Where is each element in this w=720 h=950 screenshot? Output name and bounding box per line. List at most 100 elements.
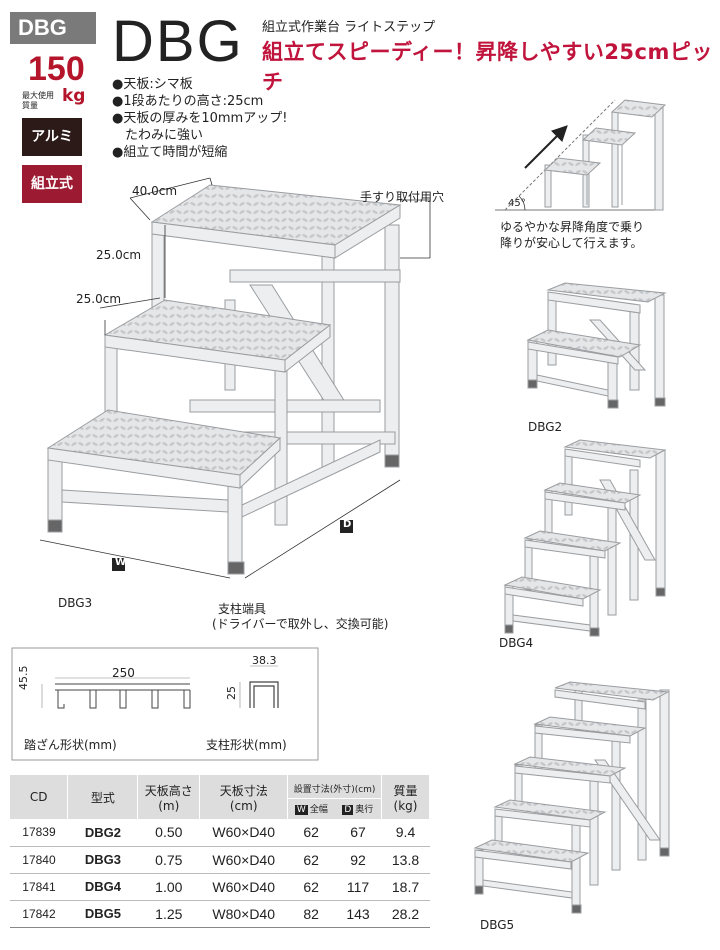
- cell-cd: 17841: [10, 873, 68, 901]
- cell-d: 117: [346, 878, 370, 895]
- climb-direction-arrow: [524, 125, 568, 169]
- cell-install: 62 67: [287, 819, 382, 847]
- dbg2-illustration: [526, 282, 667, 409]
- cell-size: W60×D40: [199, 846, 288, 874]
- angle-caption-2: 降りが安心して行えます。: [500, 236, 643, 250]
- cell-size: W60×D40: [199, 873, 288, 901]
- step-profile-height: 45.5: [17, 665, 30, 691]
- max-load-label-1: 最大使用: [22, 91, 54, 100]
- cell-model: DBG3: [67, 846, 138, 874]
- post-profile-caption: 支柱形状(mm): [206, 738, 287, 752]
- header-top-size-unit: (cm): [229, 798, 258, 813]
- feature-item: たわみに強い: [125, 128, 204, 143]
- model-code-tag: DBG: [10, 12, 96, 44]
- cell-w: 82: [303, 905, 319, 922]
- header-mass: 質量 (kg): [381, 775, 430, 819]
- feature-item: ●1段あたりの高さ:25cm: [112, 94, 264, 109]
- angle-arc: [518, 195, 526, 211]
- handrail-hole-label: 手すり取付用穴: [360, 190, 445, 204]
- step-profile-caption: 踏ざん形状(mm): [24, 738, 117, 752]
- dim-top-width: 40.0cm: [132, 184, 178, 198]
- post-profile-height: 25: [225, 686, 238, 700]
- material-badge: アルミ: [22, 118, 82, 156]
- post-profile-drawing: [239, 665, 279, 708]
- step-profile-drawing: [41, 677, 191, 709]
- w-chip-bg: [112, 558, 125, 571]
- table-row: 17839 DBG2 0.50 W60×D40 62 67 9.4: [10, 819, 430, 847]
- header-mass-label: 質量: [393, 783, 418, 798]
- foot-caption-title: 支柱端具: [218, 602, 267, 616]
- cell-install: 62 117: [287, 873, 382, 901]
- cell-w: 62: [303, 851, 319, 868]
- dbg5-caption: DBG5: [480, 918, 515, 932]
- page-title: DBG: [112, 9, 244, 74]
- cell-mass: 28.2: [381, 900, 430, 928]
- angle-illustration: [495, 99, 667, 211]
- header-d-label: 奥行: [355, 805, 374, 815]
- cell-height: 0.50: [137, 819, 200, 847]
- cell-d: 143: [346, 905, 370, 922]
- product-subtitle: 組立式作業台 ライトステップ: [262, 20, 436, 35]
- cell-cd: 17842: [10, 900, 68, 928]
- header-w-label: 全幅: [309, 805, 328, 815]
- cell-cd: 17840: [10, 846, 68, 874]
- cell-w: 62: [303, 878, 319, 895]
- w-chip-label: W: [115, 557, 127, 568]
- angle-caption-1: ゆるやかな昇降角度で乗り: [500, 220, 645, 234]
- feature-list: ●天板:シマ板 ●1段あたりの高さ:25cm ●天板の厚みを10mmアップ! た…: [112, 76, 287, 161]
- header-install-size-label: 設置寸法(外寸)(cm): [288, 779, 381, 799]
- feature-item: ●天板の厚みを10mmアップ!: [112, 111, 288, 126]
- max-load-value: 150: [28, 50, 85, 88]
- d-chip-label: D: [343, 519, 352, 530]
- cell-model: DBG2: [67, 819, 138, 847]
- dbg3-caption: DBG3: [58, 596, 93, 610]
- catchphrase: 組立てスピーディー！昇降しやすい25cmピッチ: [262, 40, 713, 94]
- angle-label: 45°: [508, 198, 526, 209]
- assembly-type-badge: 組立式: [22, 165, 82, 203]
- feature-item: ●組立て時間が短縮: [112, 145, 228, 160]
- w-chip: W: [294, 805, 308, 815]
- dimension-lines: [39, 177, 431, 579]
- cell-d: 67: [350, 824, 366, 841]
- header-top-height-unit: (m): [158, 798, 180, 813]
- cell-mass: 18.7: [381, 873, 430, 901]
- dim-step-height-1: 25.0cm: [96, 248, 142, 262]
- cell-model: DBG4: [67, 873, 138, 901]
- feature-item: ●天板:シマ板: [112, 77, 193, 92]
- header-top-size-label: 天板寸法: [219, 783, 268, 798]
- cell-cd: 17839: [10, 819, 68, 847]
- dim-step-height-2: 25.0cm: [76, 292, 122, 306]
- header-mass-unit: (kg): [393, 798, 418, 813]
- profile-box: [11, 647, 319, 761]
- cell-mass: 9.4: [381, 819, 430, 847]
- header-model: 型式: [67, 775, 139, 819]
- cell-height: 0.75: [137, 846, 200, 874]
- max-load-unit: kg: [62, 86, 86, 106]
- table-row: 17841 DBG4 1.00 W60×D40 62 117 18.7: [10, 873, 430, 901]
- cell-size: W80×D40: [199, 900, 288, 928]
- cell-size: W60×D40: [199, 819, 288, 847]
- d-chip-bg: [340, 520, 353, 533]
- cell-mass: 13.8: [381, 846, 430, 874]
- main-step-illustration: [46, 184, 402, 575]
- cell-w: 62: [303, 824, 319, 841]
- d-chip: D: [342, 805, 354, 815]
- foot-caption-note: (ドライバーで取外し、交換可能): [212, 617, 389, 631]
- max-load-label-2: 質量: [22, 101, 38, 110]
- cell-model: DBG5: [67, 900, 138, 928]
- cell-height: 1.00: [137, 873, 200, 901]
- cell-install: 82 143: [287, 900, 382, 928]
- header-top-size: 天板寸法 (cm): [199, 775, 289, 819]
- header-top-height: 天板高さ (m): [137, 775, 201, 819]
- header-top-height-label: 天板高さ: [144, 783, 193, 798]
- step-profile-width: 250: [112, 666, 135, 680]
- header-cd: CD: [10, 775, 69, 819]
- dbg4-caption: DBG4: [499, 636, 534, 650]
